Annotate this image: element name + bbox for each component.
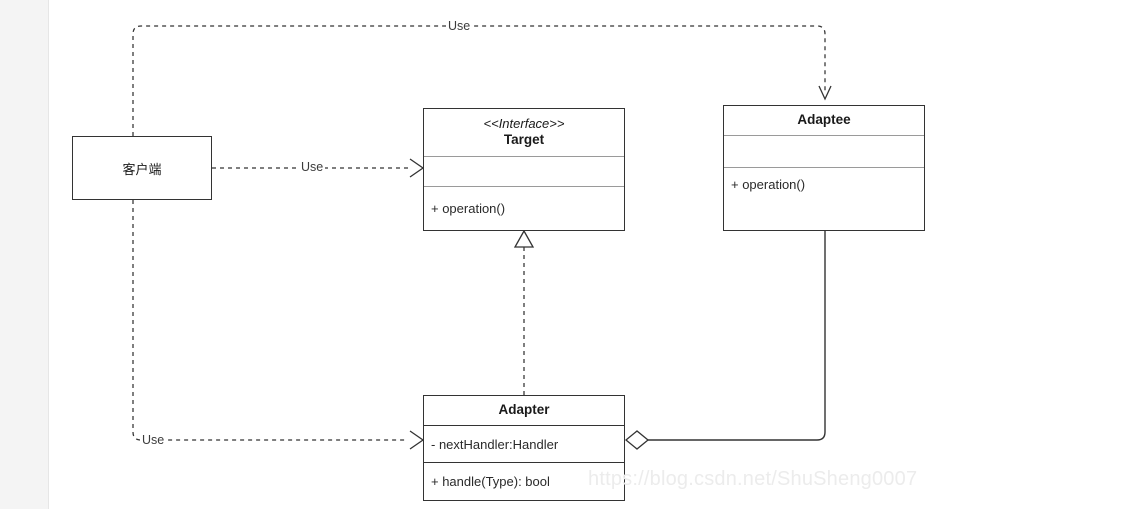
edge-client-uses-adaptee	[132, 25, 832, 136]
adapter-operations-compartment: + handle(Type): bool	[424, 462, 624, 500]
adaptee-class-name: Adaptee	[797, 112, 851, 128]
target-class-name: Target	[503, 132, 545, 148]
client-name-compartment: 客户端	[73, 137, 211, 199]
target-stereotype: <<Interface>>	[483, 115, 565, 131]
target-operations-compartment: + operation()	[424, 186, 624, 230]
edge-label-client-uses-target: Use	[299, 160, 326, 174]
target-operation-0: + operation()	[431, 201, 506, 216]
client-class-name: 客户端	[122, 161, 162, 177]
edge-adapter-aggregates-adaptee	[624, 231, 826, 450]
adapter-header-compartment: Adapter	[424, 396, 624, 425]
adaptee-operation-0: + operation()	[731, 177, 806, 192]
target-attributes-compartment	[424, 156, 624, 186]
target-header-compartment: <<Interface>> Target	[424, 109, 624, 156]
class-box-adapter[interactable]: Adapter - nextHandler:Handler + handle(T…	[423, 395, 625, 501]
watermark-text: https://blog.csdn.net/ShuSheng0007	[588, 468, 918, 490]
edge-client-uses-adapter	[132, 200, 425, 450]
class-box-adaptee[interactable]: Adaptee + operation()	[723, 105, 925, 231]
adapter-attributes-compartment: - nextHandler:Handler	[424, 425, 624, 462]
adaptee-header-compartment: Adaptee	[724, 106, 924, 135]
class-box-client[interactable]: 客户端	[72, 136, 212, 200]
adaptee-operations-compartment: + operation()	[724, 167, 924, 228]
edge-label-client-uses-adaptee: Use	[446, 19, 473, 33]
adapter-class-name: Adapter	[498, 402, 550, 418]
adapter-operation-0: + handle(Type): bool	[431, 474, 550, 489]
adapter-attribute-0: - nextHandler:Handler	[431, 436, 559, 452]
class-box-target[interactable]: <<Interface>> Target + operation()	[423, 108, 625, 231]
adaptee-attributes-compartment	[724, 135, 924, 167]
edge-adapter-realizes-target	[513, 229, 535, 395]
edge-label-client-uses-adapter: Use	[140, 433, 167, 447]
left-gutter	[0, 0, 49, 509]
